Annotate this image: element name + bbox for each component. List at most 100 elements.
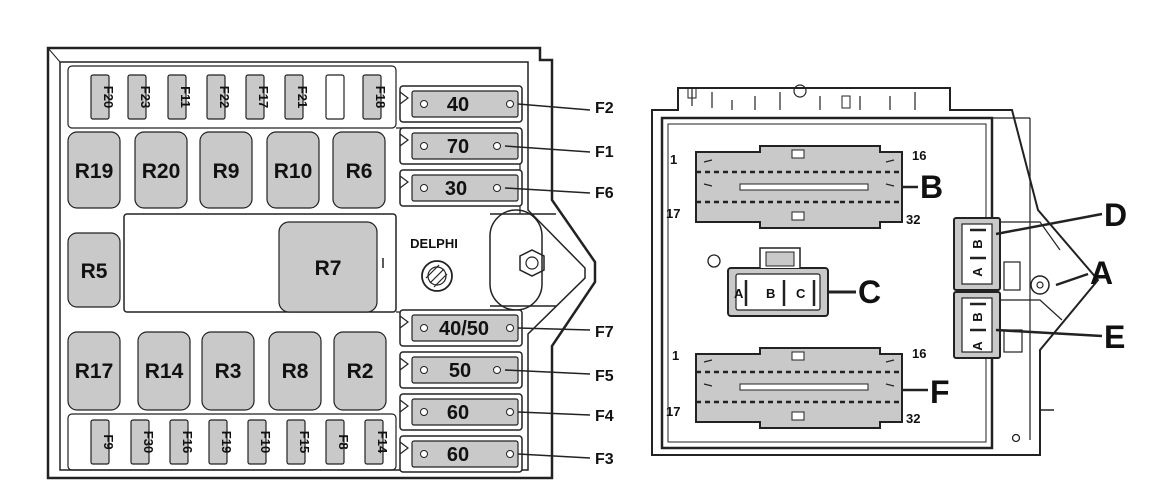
pin-label: 32 xyxy=(906,411,920,426)
fuse-label: F21 xyxy=(295,86,310,108)
fuse-label: F30 xyxy=(141,431,156,453)
mini-fuse: F21 xyxy=(284,74,310,120)
relay-label: R6 xyxy=(346,160,373,183)
fuse-label: F8 xyxy=(336,434,351,449)
connector-f: 1 16 17 32 F xyxy=(666,346,950,429)
fuse-label: F16 xyxy=(180,431,195,453)
mini-fuse: F30 xyxy=(130,419,156,465)
fuse-callout: F4 xyxy=(595,408,614,425)
pin-label: 32 xyxy=(906,212,920,227)
pin-label: A xyxy=(970,267,985,277)
mini-fuse: F17 xyxy=(245,74,271,120)
maxi-fuse: 40/50 F7 xyxy=(399,309,614,347)
maxi-fuses: 40 F2 70 F1 30 F6 xyxy=(399,85,614,473)
mini-fuse: F8 xyxy=(325,419,351,465)
fuse-callout: F5 xyxy=(595,368,614,385)
brand-logo-text: DELPHI xyxy=(410,236,458,251)
pin-label: 16 xyxy=(912,346,926,361)
fuse-callout: F2 xyxy=(595,100,614,117)
mini-fuse: F19 xyxy=(208,419,234,465)
relay-label: R7 xyxy=(315,257,342,280)
relay-label: R2 xyxy=(347,360,374,383)
mini-fuse: F20 xyxy=(90,74,116,120)
relay: R8 xyxy=(268,331,322,411)
fuse-rating: 50 xyxy=(449,360,471,382)
pin-label: B xyxy=(970,312,985,321)
fuse-label: F18 xyxy=(373,86,388,108)
pin-label: A xyxy=(734,286,744,301)
grounding-screw-icon xyxy=(421,260,453,292)
fuse-label: F23 xyxy=(138,86,153,108)
fuse-rating: 70 xyxy=(447,136,469,158)
relay: R6 xyxy=(332,131,386,209)
mini-fuse: F9 xyxy=(90,419,116,465)
relay-label: R8 xyxy=(282,360,309,383)
mini-fuse: F16 xyxy=(169,419,195,465)
top-fuse-row: F20 F23 F11 F22 F17 F21 F18 xyxy=(90,74,388,120)
fuse-rating: 60 xyxy=(447,444,469,466)
fuse-callout: F1 xyxy=(595,144,614,161)
relay-label: R20 xyxy=(142,160,181,183)
fuse-rating: 60 xyxy=(447,402,469,424)
pin-label: 1 xyxy=(670,152,677,167)
spare-fuse-slot xyxy=(325,74,345,120)
maxi-fuse: 50 F5 xyxy=(399,351,614,389)
maxi-fuse: 40 F2 xyxy=(399,85,614,123)
mini-fuse: F15 xyxy=(286,419,312,465)
connector-letter: E xyxy=(1104,319,1125,355)
bottom-fuse-row: F9 F30 F16 F19 F10 F15 F8 F14 xyxy=(90,419,390,465)
relay: R5 xyxy=(67,232,121,308)
fuse-label: F19 xyxy=(219,431,234,453)
connector-letter: C xyxy=(858,274,881,310)
mini-fuse: F23 xyxy=(127,74,153,120)
fuse-label: F11 xyxy=(178,86,193,108)
mini-fuse: F11 xyxy=(167,74,193,120)
relay-label: R3 xyxy=(215,360,242,383)
maxi-fuse: 70 F1 xyxy=(399,127,614,165)
connector-b: 1 16 17 32 B xyxy=(666,145,943,229)
relay-label: R9 xyxy=(213,160,240,183)
fuse-callout: F7 xyxy=(595,324,614,341)
fuse-rating: 40/50 xyxy=(439,318,489,340)
connector-letter: D xyxy=(1104,197,1127,233)
fuse-label: F22 xyxy=(217,86,232,108)
mini-fuse: F14 xyxy=(364,419,390,465)
relay: R17 xyxy=(67,331,121,411)
maxi-fuse: 60 F4 xyxy=(399,393,614,431)
fuse-callout: F6 xyxy=(595,185,614,202)
pin-label: 1 xyxy=(672,348,679,363)
fuse-label: F10 xyxy=(258,431,273,453)
pin-label: C xyxy=(796,286,806,301)
connector-letter: A xyxy=(1090,255,1113,291)
relay: R14 xyxy=(137,331,191,411)
fuse-callout: F3 xyxy=(595,451,614,468)
pin-label: B xyxy=(970,239,985,248)
relay-label: R17 xyxy=(75,360,114,383)
fuse-label: F9 xyxy=(101,434,116,449)
hex-nut-icon xyxy=(519,249,545,277)
pin-label: 16 xyxy=(912,148,926,163)
relay: R3 xyxy=(201,331,255,411)
mini-fuse: F10 xyxy=(247,419,273,465)
relay: R20 xyxy=(134,131,188,209)
relay: R10 xyxy=(266,131,320,209)
pin-label: 17 xyxy=(666,206,680,221)
fuse-rating: 30 xyxy=(445,178,467,200)
relay: R2 xyxy=(333,331,387,411)
connector-c: A B C C xyxy=(727,247,881,317)
relays-top-row: R19 R20 R9 R10 R6 xyxy=(67,131,386,209)
connector-letter: F xyxy=(930,374,950,410)
relay-label: R10 xyxy=(274,160,313,183)
connector-letter: B xyxy=(920,169,943,205)
pin-label: B xyxy=(766,286,775,301)
maxi-fuse: 30 F6 xyxy=(399,169,614,207)
relay: R7 xyxy=(278,221,378,313)
fuse-label: F20 xyxy=(101,86,116,108)
relay-label: R5 xyxy=(81,260,108,283)
relays-mid-row: R5 R7 DELPHI xyxy=(67,221,458,313)
fuse-label: F14 xyxy=(375,431,390,454)
mini-fuse: F22 xyxy=(206,74,232,120)
pin-label: 17 xyxy=(666,404,680,419)
pin-label: A xyxy=(970,341,985,351)
